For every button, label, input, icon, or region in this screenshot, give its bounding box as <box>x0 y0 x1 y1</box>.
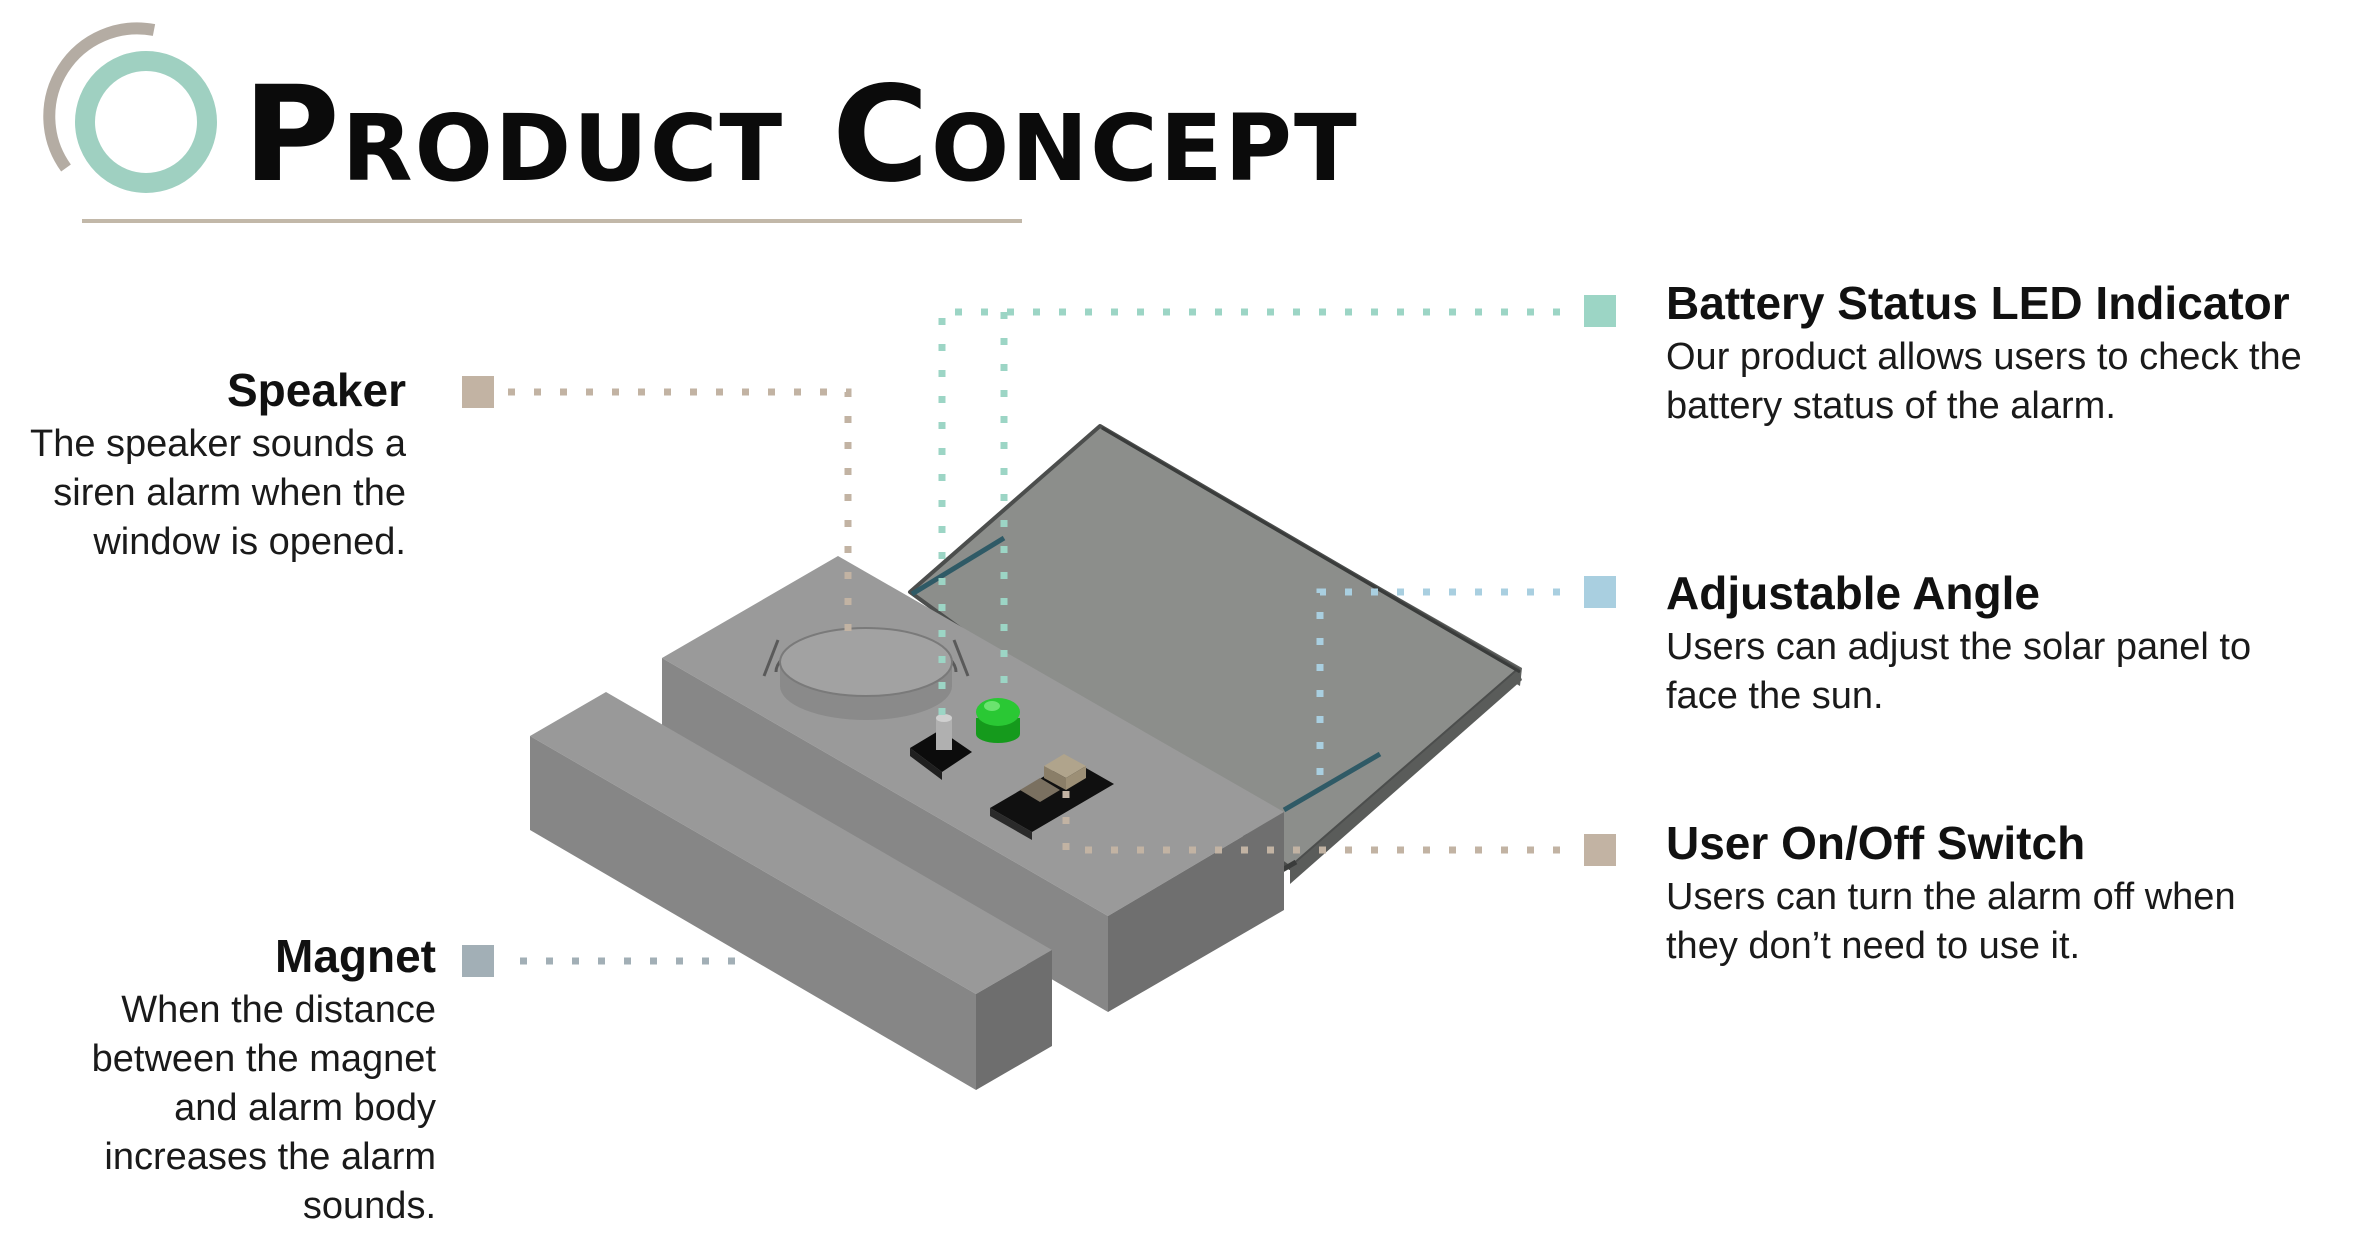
title-divider <box>82 219 1022 223</box>
switch-description: Users can turn the alarm off when they d… <box>1666 873 2356 971</box>
angle-leader <box>1316 588 1560 786</box>
magnet-line-1: When the distance <box>121 989 436 1031</box>
magnet-line-2: between the magnet <box>91 1038 436 1080</box>
battery-marker-icon <box>1584 295 1616 327</box>
battery-title: Battery Status LED Indicator <box>1666 277 2290 329</box>
switch-marker-icon <box>1584 834 1616 866</box>
angle-line-1: Users can adjust the solar panel to <box>1666 626 2252 668</box>
switch-title: User On/Off Switch <box>1666 817 2086 869</box>
battery-description: Our product allows users to check the ba… <box>1666 333 2356 431</box>
speaker-marker-icon <box>462 376 494 408</box>
angle-callout: Adjustable Angle Users can adjust the so… <box>1666 565 2356 721</box>
battery-line-2: battery status of the alarm. <box>1666 385 2116 427</box>
switch-line-1: Users can turn the alarm off when <box>1666 876 2236 918</box>
magnet-line-4: increases the alarm <box>104 1136 436 1178</box>
speaker-line-3: window is opened. <box>93 521 406 563</box>
page-title: Product Concept <box>243 58 1359 212</box>
magnet-bar <box>530 692 1052 1090</box>
magnet-title: Magnet <box>275 930 436 982</box>
push-button <box>910 714 972 780</box>
magnet-callout: Magnet When the distance between the mag… <box>40 928 436 1231</box>
speaker-line-1: The speaker sounds a <box>29 423 406 465</box>
led-indicator <box>976 698 1020 743</box>
speaker-callout: Speaker The speaker sounds a siren alarm… <box>20 362 406 567</box>
magnet-line-5: sounds. <box>302 1185 436 1227</box>
speaker-title: Speaker <box>226 364 406 416</box>
angle-title: Adjustable Angle <box>1666 567 2040 619</box>
battery-callout: Battery Status LED Indicator Our product… <box>1666 275 2356 431</box>
switch-leader <box>1062 790 1560 854</box>
battery-leader <box>938 308 1560 730</box>
speaker-description: The speaker sounds a siren alarm when th… <box>20 420 406 567</box>
angle-description: Users can adjust the solar panel to face… <box>1666 623 2356 721</box>
battery-line-1: Our product allows users to check the <box>1666 336 2302 378</box>
speaker-leader <box>508 388 852 650</box>
angle-marker-icon <box>1584 576 1616 608</box>
angle-line-2: face the sun. <box>1666 675 1884 717</box>
magnet-description: When the distance between the magnet and… <box>40 986 436 1231</box>
magnet-marker-icon <box>462 945 494 977</box>
logo-icon <box>43 22 217 193</box>
switch-callout: User On/Off Switch Users can turn the al… <box>1666 815 2356 971</box>
switch-line-2: they don’t need to use it. <box>1666 925 2081 967</box>
slide-switch <box>990 754 1114 840</box>
speaker <box>762 627 970 720</box>
speaker-line-2: siren alarm when the <box>53 472 406 514</box>
magnet-line-3: and alarm body <box>174 1087 436 1129</box>
